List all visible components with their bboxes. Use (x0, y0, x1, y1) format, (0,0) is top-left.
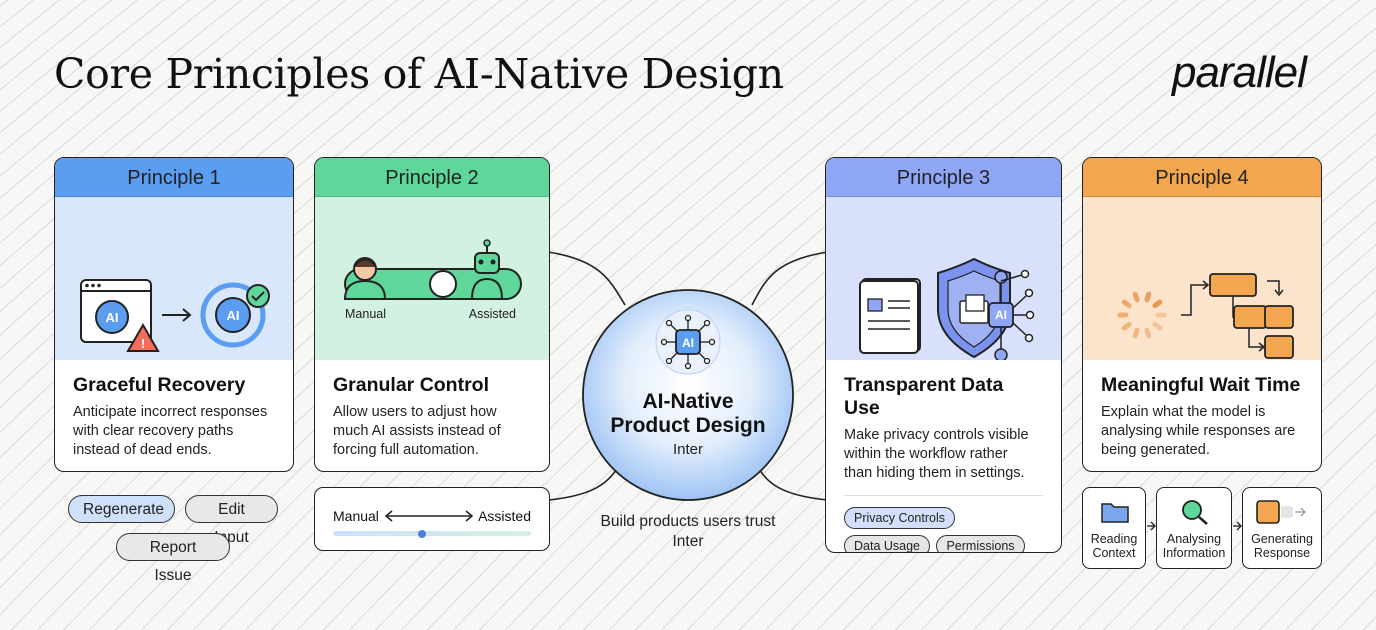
wait-step-generating: Generating Response (1242, 487, 1322, 569)
spinner-segment (1132, 291, 1140, 303)
wait-step-label: Reading Context (1090, 532, 1138, 560)
shield-icon (937, 257, 1011, 359)
principle-title: Granular Control (333, 374, 490, 396)
assisted-label: Assisted (468, 307, 516, 321)
center-font-note: Inter (672, 441, 703, 458)
wait-step-analysing: Analysing Information (1156, 487, 1232, 569)
person-icon (343, 257, 387, 300)
assist-slider-thumb[interactable] (418, 529, 427, 538)
principle-label: Principle 1 (55, 158, 293, 197)
spinner-segment (1144, 327, 1152, 339)
document-icon (859, 278, 921, 354)
svg-text:AI: AI (995, 308, 1007, 322)
double-arrow-icon (384, 510, 474, 522)
principle-description: Allow users to adjust how much AI assist… (333, 404, 501, 458)
robot-icon (470, 239, 504, 300)
principle-illustration: AI ! AI (55, 197, 293, 360)
svg-text:!: ! (141, 336, 145, 351)
principle-card-1: Principle 1 AI ! AI (54, 157, 294, 472)
generate-icon (1256, 500, 1306, 524)
assist-slider-track[interactable] (333, 529, 531, 538)
principle-title: Graceful Recovery (73, 374, 246, 396)
ai-refresh-icon: AI (200, 282, 266, 348)
principle-title: Meaningful Wait Time (1101, 374, 1301, 396)
principle-title: Transparent Data Use (844, 374, 1004, 419)
wait-step-label: Generating Response (1251, 532, 1313, 560)
step-arrow-icon (1233, 521, 1242, 531)
spinner-segment (1132, 327, 1140, 339)
flowchart-icon (1181, 273, 1294, 359)
arrow-right-icon (162, 308, 192, 322)
principle-description: Make privacy controls visible within the… (844, 427, 1029, 481)
folder-icon (1101, 503, 1129, 523)
principle-label: Principle 4 (1083, 158, 1321, 197)
principle-card-2: Principle 2 Manual Assisted Granular Con… (314, 157, 550, 472)
spinner-segment (1152, 299, 1163, 309)
permissions-chip[interactable]: Permissions (936, 535, 1025, 552)
spinner-segment (1144, 291, 1152, 303)
slider-right-label: Assisted (478, 508, 531, 524)
principle-illustration: Manual Assisted (315, 197, 549, 360)
center-hub: AI (582, 289, 794, 501)
brand-logo: parallel (1172, 48, 1307, 97)
principle-card-3: Principle 3 AI (825, 157, 1062, 553)
page-title: Core Principles of AI-Native Design (54, 50, 784, 98)
principle-card-4: Principle 4 Meaningful Wait Time Explain… (1082, 157, 1322, 472)
ai-chip-icon: AI (655, 309, 721, 375)
privacy-controls-chip[interactable]: Privacy Controls (844, 507, 955, 529)
svg-text:AI: AI (106, 310, 119, 325)
spinner-icon (1117, 291, 1167, 339)
spinner-segment (1152, 321, 1163, 331)
browser-ai-icon: AI (80, 279, 152, 343)
principle-description: Anticipate incorrect responses with clea… (73, 404, 268, 458)
report-issue-button[interactable]: Report Issue (116, 533, 230, 584)
principle-label: Principle 3 (826, 158, 1061, 197)
slider-left-label: Manual (333, 508, 379, 524)
principle-illustration (1083, 197, 1321, 360)
ai-network-icon: AI (988, 269, 1035, 362)
wait-step-label: Analysing Information (1162, 532, 1226, 560)
spinner-segment (1121, 299, 1132, 309)
spinner-segment (1121, 321, 1132, 331)
principle-label: Principle 2 (315, 158, 549, 197)
data-usage-chip[interactable]: Data Usage (844, 535, 931, 552)
center-title: AI-Native Product Design (610, 390, 766, 437)
warning-icon: ! (126, 322, 160, 352)
center-caption-note: Inter (672, 533, 704, 550)
wait-step-reading: Reading Context (1082, 487, 1146, 569)
center-caption: Build products users trust (600, 513, 776, 530)
principle-illustration: AI (826, 197, 1061, 362)
step-arrow-icon (1147, 521, 1156, 531)
magnifier-icon (1182, 500, 1208, 525)
assist-slider-panel: Manual Assisted (314, 487, 550, 551)
svg-text:AI: AI (682, 336, 694, 350)
regenerate-button[interactable]: Regenerate (68, 495, 175, 523)
principle-description: Explain what the model is analysing whil… (1101, 404, 1296, 458)
check-icon (246, 284, 270, 308)
edit-input-button[interactable]: Edit Input (185, 495, 278, 546)
manual-label: Manual (345, 307, 386, 321)
svg-text:AI: AI (227, 308, 240, 323)
privacy-chip-group: Privacy Controls Data Usage Permissions (844, 495, 1043, 552)
